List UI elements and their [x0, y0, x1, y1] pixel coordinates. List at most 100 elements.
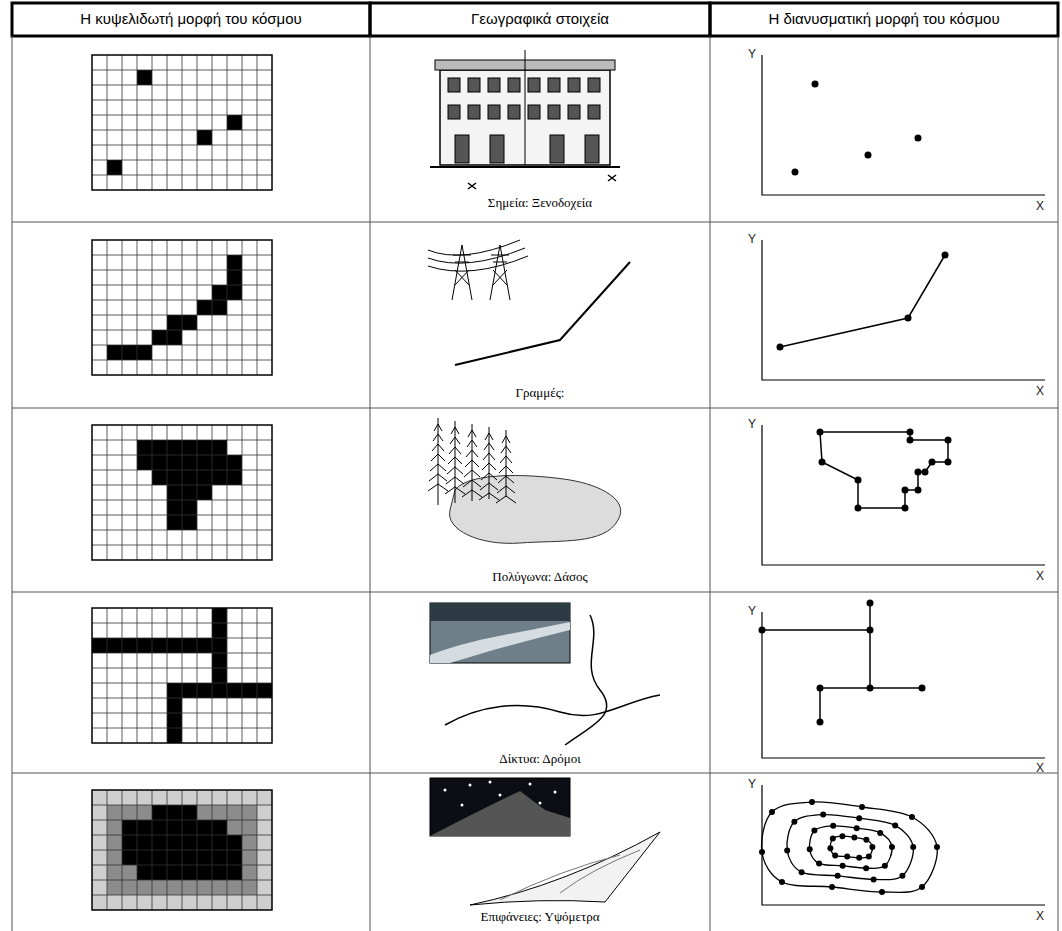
vertex-dot [905, 315, 912, 322]
vertex-dot [779, 879, 785, 885]
vertex-dot [832, 852, 838, 858]
vertex-dot [811, 828, 817, 834]
raster-cell [227, 255, 242, 270]
vertex-dot [902, 487, 909, 494]
raster-cell [137, 790, 152, 805]
raster-cell [182, 638, 197, 653]
raster-cell [212, 895, 227, 910]
raster-cell [197, 820, 212, 835]
road [445, 695, 660, 725]
vertex-dot [844, 854, 850, 860]
grid-ground [92, 55, 272, 190]
feature-caption: Σημεία: Ξενοδοχεία [486, 196, 594, 210]
raster-cell [227, 895, 242, 910]
raster-grid [92, 790, 272, 910]
wire [428, 248, 525, 263]
raster-cell [197, 850, 212, 865]
vertex-dot [859, 804, 865, 810]
raster-cell [197, 485, 212, 500]
window [448, 105, 460, 119]
surface-picture [430, 778, 660, 905]
window [468, 105, 480, 119]
header-cell [370, 3, 710, 36]
pylon [452, 245, 472, 300]
raster-cell [182, 440, 197, 455]
raster-cell [107, 865, 122, 880]
lake [450, 476, 621, 544]
feature-caption: Πολύγωνα: Δάσος [490, 570, 589, 584]
raster-cell [122, 805, 137, 820]
raster-cell [167, 683, 182, 698]
raster-cell [92, 880, 107, 895]
vector-chart [759, 785, 1045, 905]
raster-cell [107, 345, 122, 360]
vertex-dot [915, 487, 922, 494]
vertex-dot [889, 844, 895, 850]
vertex-dot [827, 845, 833, 851]
raster-cell [212, 653, 227, 668]
vertex-dot [909, 814, 915, 820]
raster-cell [227, 865, 242, 880]
axis-label: Y [748, 233, 756, 246]
raster-cell [212, 683, 227, 698]
vertex-dot [856, 855, 862, 861]
column-rule [1058, 36, 1059, 931]
vertex-dot [784, 848, 790, 854]
vertex-dot [882, 863, 888, 869]
vertex-dot [867, 685, 874, 692]
raster-cell [182, 895, 197, 910]
raster-cell [212, 285, 227, 300]
surface-sheet [470, 832, 660, 905]
raster-cell [167, 713, 182, 728]
raster-cell [167, 515, 182, 530]
raster-cell [137, 850, 152, 865]
axes [762, 425, 1045, 565]
raster-cell [227, 805, 242, 820]
raster-cell [257, 683, 272, 698]
window [508, 78, 520, 92]
raster-cell [122, 790, 137, 805]
wire [428, 256, 528, 271]
star [461, 804, 464, 807]
star [554, 791, 557, 794]
raster-cell [122, 880, 137, 895]
raster-cell [167, 820, 182, 835]
raster-cell [182, 820, 197, 835]
axes [762, 785, 1045, 905]
raster-cell [242, 835, 257, 850]
raster-cell [92, 835, 107, 850]
window [588, 78, 600, 92]
polygon [820, 432, 948, 508]
surface-curve [500, 850, 640, 900]
window [550, 135, 564, 163]
raster-cell [167, 880, 182, 895]
star [499, 794, 502, 797]
raster-cell [167, 330, 182, 345]
raster-cell [152, 455, 167, 470]
raster-cell [137, 865, 152, 880]
grid-ground [92, 608, 272, 743]
raster-cell [212, 440, 227, 455]
vertex-dot [854, 825, 860, 831]
raster-cell [212, 865, 227, 880]
axis-label: Y [748, 778, 756, 791]
raster-cell [167, 638, 182, 653]
grid-lines [92, 790, 272, 910]
raster-cell [137, 440, 152, 455]
vertex-dot [879, 889, 885, 895]
feature-caption: Γραμμές: [514, 386, 567, 400]
window [588, 105, 600, 119]
vertex-dot [915, 469, 922, 476]
star [529, 783, 532, 786]
vertex-dot [877, 830, 883, 836]
vertex-dot [812, 81, 819, 88]
vertex-dot [869, 844, 875, 850]
vertex-dot [855, 477, 862, 484]
axis-label: Y [748, 418, 756, 431]
photo-river [430, 622, 570, 663]
row-rule [12, 408, 1058, 409]
raster-cell [167, 850, 182, 865]
raster-cell [167, 865, 182, 880]
window [508, 105, 520, 119]
raster-cell [167, 835, 182, 850]
